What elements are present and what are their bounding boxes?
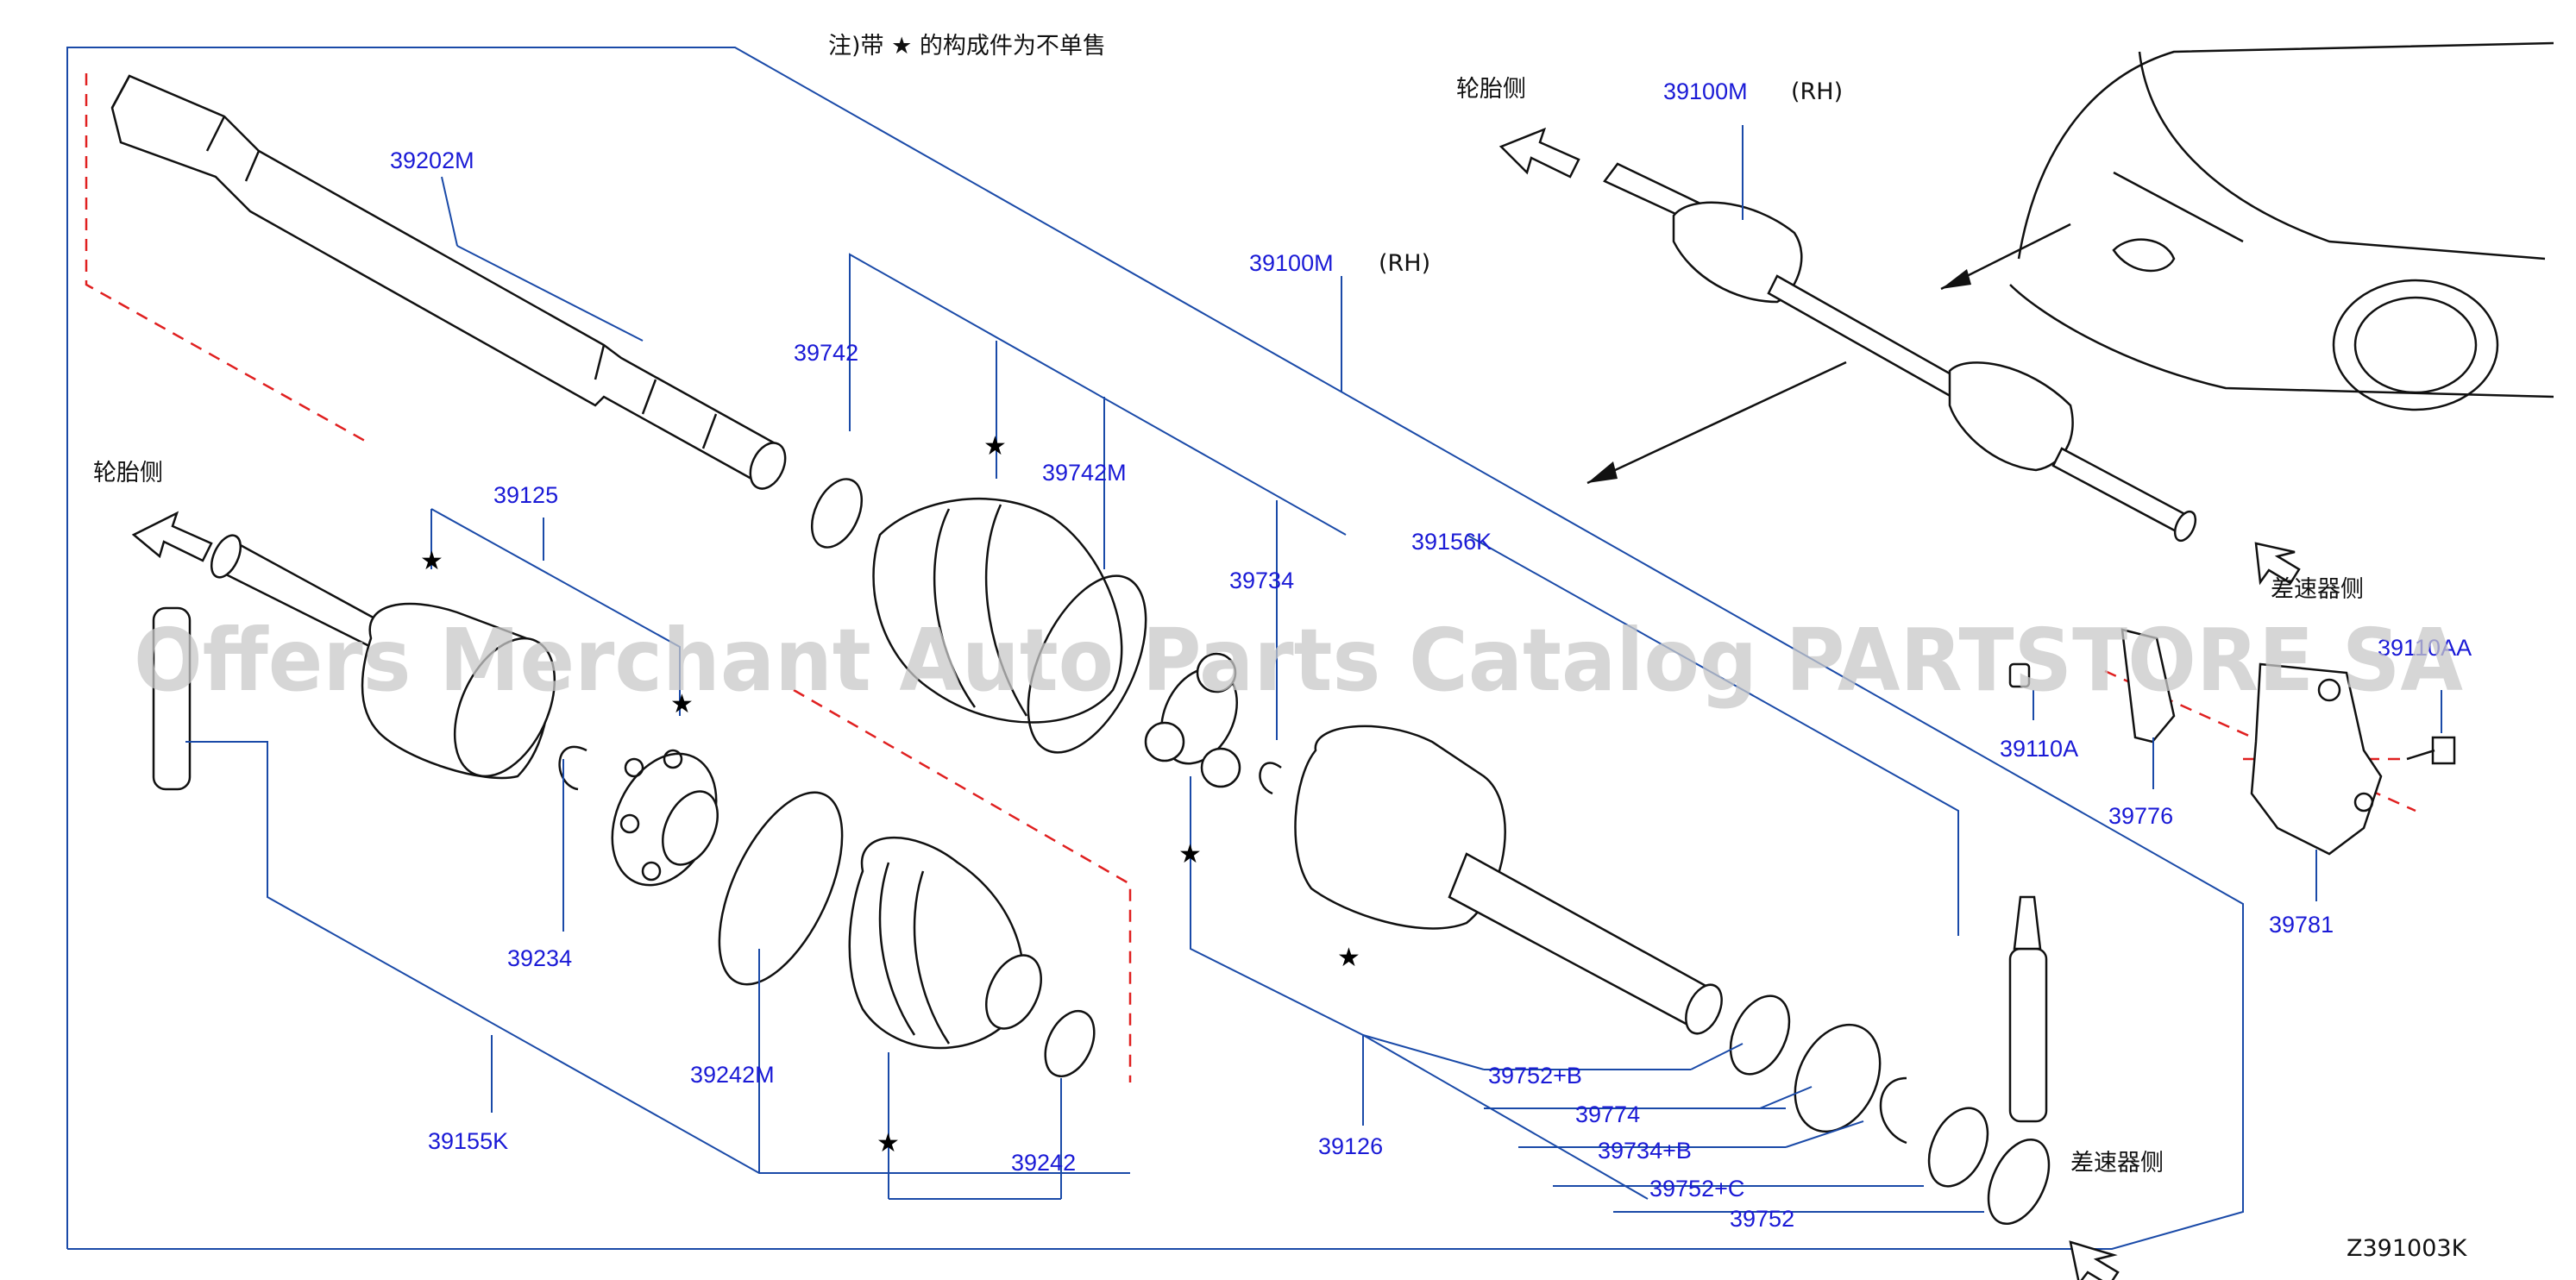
star-marker-4: ★ <box>1178 839 1202 869</box>
label-39742[interactable]: 39742 <box>794 340 858 366</box>
label-39774[interactable]: 39774 <box>1575 1101 1640 1127</box>
snap-ring-39734 <box>1259 762 1282 795</box>
label-39155K[interactable]: 39155K <box>428 1128 508 1154</box>
outer-cv-joint <box>210 534 556 780</box>
label-diff-side-bottom: 差速器侧 <box>2070 1150 2164 1176</box>
label-39100M-main[interactable]: 39100M <box>1249 250 1334 276</box>
boot-band-39742 <box>810 478 864 549</box>
dash-line-boot <box>793 688 1132 1082</box>
plate-39776 <box>2120 628 2176 744</box>
star-marker-1: ★ <box>983 431 1007 461</box>
label-39734[interactable]: 39734 <box>1229 568 1294 593</box>
label-39234[interactable]: 39234 <box>507 945 572 971</box>
direction-arrows <box>131 127 2301 1280</box>
label-39752C[interactable]: 39752+C <box>1649 1176 1744 1202</box>
label-39781[interactable]: 39781 <box>2269 912 2334 938</box>
diagram-id: Z391003K <box>2347 1235 2468 1262</box>
part-labels: 39202M 39100M (RH) 39742 39742M 39125 39… <box>93 76 2472 1262</box>
label-39734B[interactable]: 39734+B <box>1598 1138 1692 1164</box>
label-tire-side-right: 轮胎侧 <box>1456 76 1526 103</box>
vehicle-front-sketch <box>2009 41 2554 411</box>
ball-cage <box>611 749 719 887</box>
star-marker-5: ★ <box>1337 943 1360 973</box>
boot-band-39742M <box>1027 574 1147 754</box>
star-marker-2: ★ <box>420 546 443 576</box>
drive-shaft-39202M <box>110 74 787 490</box>
snap-ring-39734B <box>1879 1076 1907 1145</box>
bolt-39110AA <box>2406 736 2456 765</box>
tripod-joint <box>1144 652 1241 788</box>
seal-39752 <box>1987 1138 2051 1226</box>
overview-shaft-39100M <box>1603 162 2197 543</box>
label-39202M[interactable]: 39202M <box>390 147 474 173</box>
grease-tube-left <box>152 606 192 791</box>
inner-housing <box>1294 725 1723 1035</box>
grease-tube-right <box>2008 895 2048 1123</box>
snap-ring-39234 <box>558 745 587 791</box>
label-39125[interactable]: 39125 <box>493 482 558 508</box>
label-39110AA[interactable]: 39110AA <box>2378 635 2472 661</box>
nut-39110A <box>2008 662 2031 688</box>
inner-boot <box>872 497 1123 724</box>
bearing-39774 <box>1794 1023 1882 1133</box>
bracket-39781 <box>2250 662 2383 856</box>
label-39752B[interactable]: 39752+B <box>1488 1063 1582 1089</box>
label-tire-side-left: 轮胎侧 <box>93 460 163 486</box>
label-39242[interactable]: 39242 <box>1011 1150 1076 1176</box>
star-marker-6: ★ <box>876 1128 900 1158</box>
leader-lines <box>185 125 2442 1213</box>
label-39776[interactable]: 39776 <box>2108 803 2173 829</box>
outer-boot <box>848 837 1042 1050</box>
label-39110A[interactable]: 39110A <box>2000 736 2078 762</box>
label-39742M[interactable]: 39742M <box>1042 460 1127 486</box>
boot-band-small <box>1044 1009 1096 1078</box>
watermark: Offers Merchant Auto Parts Catalog PARTS… <box>134 610 2463 711</box>
label-39752[interactable]: 39752 <box>1730 1206 1794 1232</box>
header-note: 注)带 ★ 的构成件为不单售 <box>828 33 1106 60</box>
label-39100M-overview[interactable]: 39100M <box>1663 78 1748 104</box>
dash-line-shaft <box>85 73 372 446</box>
label-39100M-rh: (RH) <box>1379 250 1430 277</box>
star-marker-3: ★ <box>670 689 694 719</box>
seal-39752B <box>1729 995 1791 1076</box>
label-39242M[interactable]: 39242M <box>690 1062 775 1088</box>
label-39156K[interactable]: 39156K <box>1411 529 1492 555</box>
assembly-frame <box>66 47 2244 1250</box>
label-diff-side-right: 差速器侧 <box>2271 576 2364 603</box>
seal-39752C <box>1927 1107 1989 1188</box>
label-39100M-overview-rh: (RH) <box>1791 78 1843 105</box>
label-39126[interactable]: 39126 <box>1318 1133 1383 1159</box>
boot-band-large <box>718 791 844 986</box>
